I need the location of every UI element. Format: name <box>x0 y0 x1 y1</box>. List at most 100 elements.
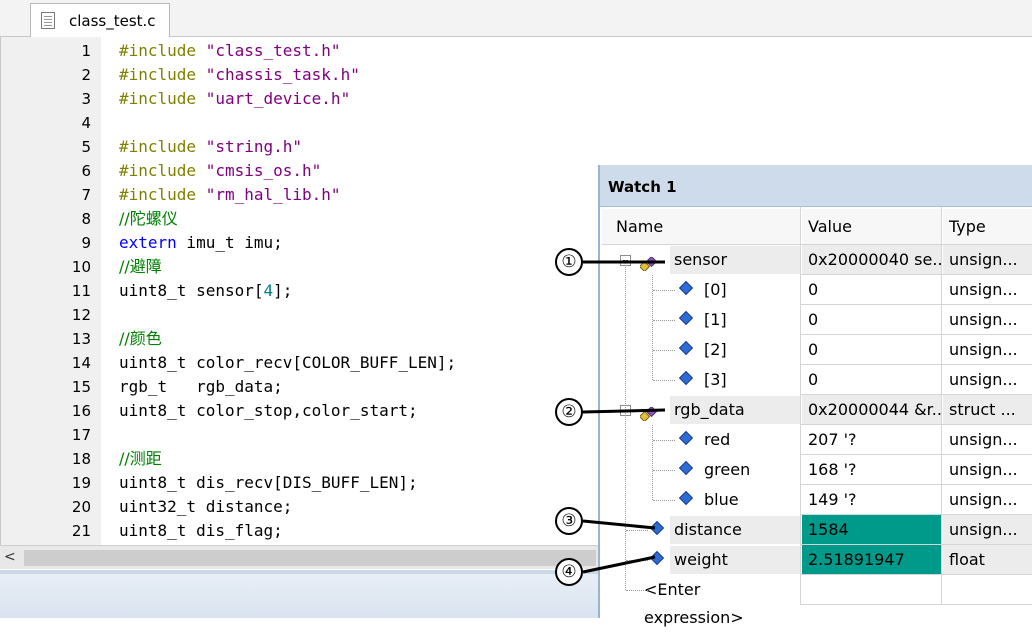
watch-value[interactable]: 1584 <box>802 515 942 544</box>
column-header-name[interactable]: Name <box>602 209 800 245</box>
code-token: uint8_t dis_recv[DIS_BUFF_LEN]; <box>119 473 418 492</box>
scroll-left-arrow-icon[interactable]: < <box>4 549 16 565</box>
horizontal-scrollbar[interactable]: < <box>0 545 600 569</box>
row-divider <box>800 304 1032 305</box>
code-text: //避障 <box>119 255 162 279</box>
code-token: imu_t imu; <box>176 233 283 252</box>
code-text: uint8_t color_stop,color_start; <box>119 399 418 423</box>
watch-name[interactable]: red <box>704 430 731 449</box>
watch-value[interactable]: 2.51891947 <box>802 545 942 574</box>
code-text: #include "uart_device.h" <box>119 87 350 111</box>
tree-guide <box>626 590 648 591</box>
watch-value[interactable]: 168 '? <box>808 460 857 479</box>
code-line[interactable]: 6#include "cmsis_os.h" <box>1 159 601 183</box>
watch-name[interactable]: sensor <box>670 246 800 274</box>
code-line[interactable]: 12 <box>1 303 601 327</box>
watch-row[interactable]: [3] 0 unsign... <box>600 365 1032 395</box>
scrollbar-thumb[interactable] <box>24 550 596 566</box>
watch-name[interactable]: blue <box>704 490 739 509</box>
code-token: uint8_t sensor[ <box>119 281 264 300</box>
line-number: 5 <box>81 138 91 156</box>
tree-guide <box>653 500 675 501</box>
row-divider <box>800 454 1032 455</box>
watch-row[interactable]: [0] 0 unsign... <box>600 275 1032 305</box>
watch-name[interactable]: [3] <box>704 370 727 389</box>
watch-name[interactable]: [2] <box>704 340 727 359</box>
watch-value[interactable]: 0 <box>808 340 819 359</box>
line-number: 15 <box>71 378 91 396</box>
watch-name[interactable]: rgb_data <box>670 396 800 424</box>
watch-title: Watch 1 <box>608 178 677 196</box>
code-editor[interactable]: 1#include "class_test.h"2#include "chass… <box>0 37 601 545</box>
watch-name[interactable]: [1] <box>704 310 727 329</box>
watch-type: unsign... <box>949 370 1018 389</box>
code-line[interactable]: 2#include "chassis_task.h" <box>1 63 601 87</box>
watch-value[interactable]: 0 <box>808 310 819 329</box>
watch-value[interactable]: 0 <box>808 280 819 299</box>
code-token: #include <box>119 161 206 180</box>
watch-value[interactable]: 0x20000040 se... <box>802 245 942 274</box>
watch-value[interactable]: 0x20000044 &r... <box>802 395 942 424</box>
code-line[interactable]: 7#include "rm_hal_lib.h" <box>1 183 601 207</box>
column-header-value[interactable]: Value <box>802 209 942 245</box>
watch-value[interactable]: 149 '? <box>808 490 857 509</box>
callout-pointer-line <box>582 408 666 414</box>
tree-guide <box>653 290 675 291</box>
watch-name[interactable]: [0] <box>704 280 727 299</box>
code-token: #include <box>119 65 206 84</box>
code-area[interactable] <box>101 37 601 545</box>
column-header-type[interactable]: Type <box>943 209 1032 245</box>
tree-guide <box>626 530 648 531</box>
watch-name[interactable]: green <box>704 460 751 479</box>
code-text: extern imu_t imu; <box>119 231 283 255</box>
code-token: #include <box>119 185 206 204</box>
code-line[interactable]: 1#include "class_test.h" <box>1 39 601 63</box>
tree-guide <box>653 440 675 441</box>
code-line[interactable]: 19 uint8_t dis_recv[DIS_BUFF_LEN]; <box>1 471 601 495</box>
watch-name[interactable]: weight <box>670 546 800 574</box>
line-number: 10 <box>71 258 91 276</box>
tab-class-test-c[interactable]: class_test.c <box>30 3 170 37</box>
watch-name[interactable]: distance <box>670 516 800 544</box>
line-number: 19 <box>71 474 91 492</box>
tree-guide <box>653 470 675 471</box>
code-line[interactable]: 8//陀螺仪 <box>1 207 601 231</box>
tree-guide <box>653 350 675 351</box>
code-text: uint8_t color_recv[COLOR_BUFF_LEN]; <box>119 351 456 375</box>
code-line[interactable]: 3#include "uart_device.h" <box>1 87 601 111</box>
watch-row[interactable]: blue 149 '? unsign... <box>600 485 1032 515</box>
watch-type: unsign... <box>949 280 1018 299</box>
code-line[interactable]: 17 <box>1 423 601 447</box>
watch-value[interactable]: 207 '? <box>808 430 857 449</box>
watch-value[interactable]: 0 <box>808 370 819 389</box>
callout-marker: ② <box>555 398 583 426</box>
tree-guide <box>652 275 653 380</box>
watch-type: unsign... <box>943 515 1032 544</box>
line-number: 12 <box>71 306 91 324</box>
row-divider <box>800 274 1032 275</box>
code-line[interactable]: 10 //避障 <box>1 255 601 279</box>
code-line[interactable]: 4 <box>1 111 601 135</box>
code-line[interactable]: 13//颜色 <box>1 327 601 351</box>
code-token: uint8_t color_recv[COLOR_BUFF_LEN]; <box>119 353 457 372</box>
watch-type: float <box>943 545 1032 574</box>
bottom-panel-strip <box>0 570 600 618</box>
code-line[interactable]: 5#include "string.h" <box>1 135 601 159</box>
watch-type: unsign... <box>949 490 1018 509</box>
code-line[interactable]: 18//测距 <box>1 447 601 471</box>
line-number: 11 <box>71 282 91 300</box>
